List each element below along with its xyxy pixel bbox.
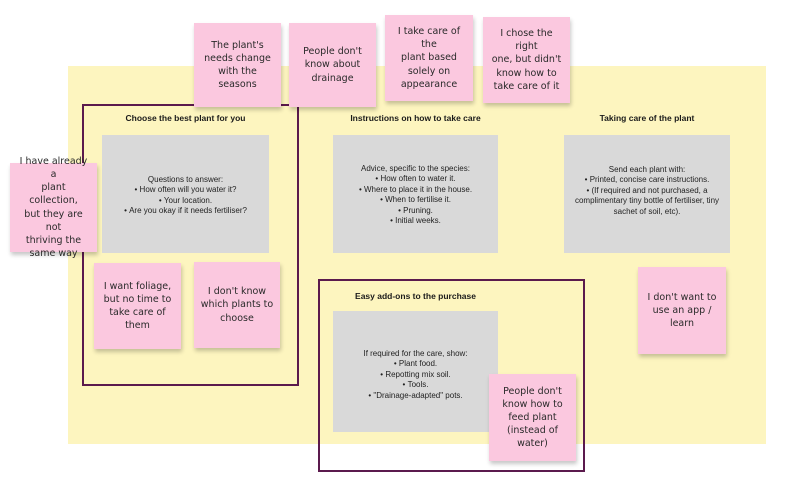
sticky-line: choose [220,312,254,324]
sticky-note-right-one[interactable]: I chose the right one, but didn't know h… [483,17,570,103]
sticky-note-which-plants[interactable]: I don't know which plants to choose [194,262,280,348]
sticky-line: thriving the [25,234,82,246]
sticky-line: People don't [303,46,362,58]
card-lead: Questions to answer: [147,175,224,184]
sticky-line: drainage [311,72,354,84]
sticky-note-foliage[interactable]: I want foliage, but no time to take care… [94,263,181,349]
sticky-line: I have already a [19,156,88,181]
sticky-note-seasons[interactable]: The plant's needs change with the season… [194,23,281,107]
sticky-line: (instead of [507,425,558,437]
list-item: "Drainage-adapted" pots. [333,391,498,401]
list-item: Initial weeks. [333,216,498,226]
sticky-line: I take care of the [397,26,461,51]
sticky-line: feed plant [508,411,557,423]
sticky-note-appearance[interactable]: I take care of the plant based solely on… [385,15,473,101]
questions-card: Questions to answer: How often will you … [102,135,269,253]
sticky-line: The plant's [211,39,264,51]
list-item: Pruning. [333,206,498,216]
card-list: How often to water it. Where to place it… [333,174,498,226]
list-item: Your location. [102,196,269,206]
list-item: Are you okay if it needs fertiliser? [102,206,269,216]
sticky-line: I don't know [207,286,267,298]
sticky-line: which plants to [200,299,274,311]
sticky-note-no-app[interactable]: I don't want to use an app / learn [638,267,726,354]
card-lead: Send each plant with: [608,165,686,174]
sticky-line: appearance [400,78,458,90]
card-list: How often will you water it? Your locati… [102,185,269,216]
sticky-line: know about [304,59,361,71]
column-heading-choose-plant: Choose the best plant for you [125,113,246,123]
addons-frame [318,279,585,472]
sticky-line: People don't [503,385,562,397]
sticky-line: know how to [502,398,563,410]
sticky-note-collection[interactable]: I have already a plant collection, but t… [10,156,97,259]
sticky-line: learn [669,318,695,330]
column-heading-taking-care: Taking care of the plant [599,113,695,123]
sticky-line: plant collection, [29,182,78,207]
list-item: When to fertilise it. [333,195,498,205]
sticky-line: but no time to [103,293,172,305]
sticky-line: take care of it [493,80,560,92]
sticky-line: I don't want to [647,291,717,303]
sticky-note-feed-plant[interactable]: People don't know how to feed plant (ins… [489,374,576,461]
list-item: (If required and not purchased, a compli… [572,186,722,217]
sticky-line: I want foliage, [103,280,172,292]
list-item: Repotting mix soil. [333,370,498,380]
column-heading-instructions: Instructions on how to take care [350,113,481,123]
sticky-line: one, but didn't [491,54,562,66]
sticky-line: I chose the right [500,28,553,53]
list-item: Where to place it in the house. [333,185,498,195]
addons-heading: Easy add-ons to the purchase [355,291,476,301]
list-item: How often will you water it? [102,185,269,195]
send-card: Send each plant with: Printed, concise c… [564,135,730,253]
sticky-line: solely on [407,65,451,77]
sticky-line: but they are not [24,208,83,233]
card-lead: Advice, specific to the species: [361,164,470,173]
list-item: Printed, concise care instructions. [572,175,722,185]
sticky-line: know how to [496,67,557,79]
card-lead: If required for the care, show: [363,349,468,358]
sticky-line: use an app / [652,304,712,316]
sticky-line: water) [517,438,548,450]
sticky-line: needs change [204,52,271,64]
advice-card: Advice, specific to the species: How oft… [333,135,498,253]
list-item: Plant food. [333,359,498,369]
sticky-line: plant based [401,52,457,64]
sticky-note-drainage[interactable]: People don't know about drainage [289,23,376,107]
list-item: Tools. [333,380,498,390]
addons-card: If required for the care, show: Plant fo… [333,311,498,432]
card-list: Plant food. Repotting mix soil. Tools. "… [333,359,498,401]
sticky-line: take care of [109,307,166,318]
sticky-line: with the seasons [218,66,257,91]
card-list: Printed, concise care instructions. (If … [572,175,722,217]
sticky-line: them [125,320,150,332]
sticky-line: same way [29,247,78,259]
list-item: How often to water it. [333,174,498,184]
